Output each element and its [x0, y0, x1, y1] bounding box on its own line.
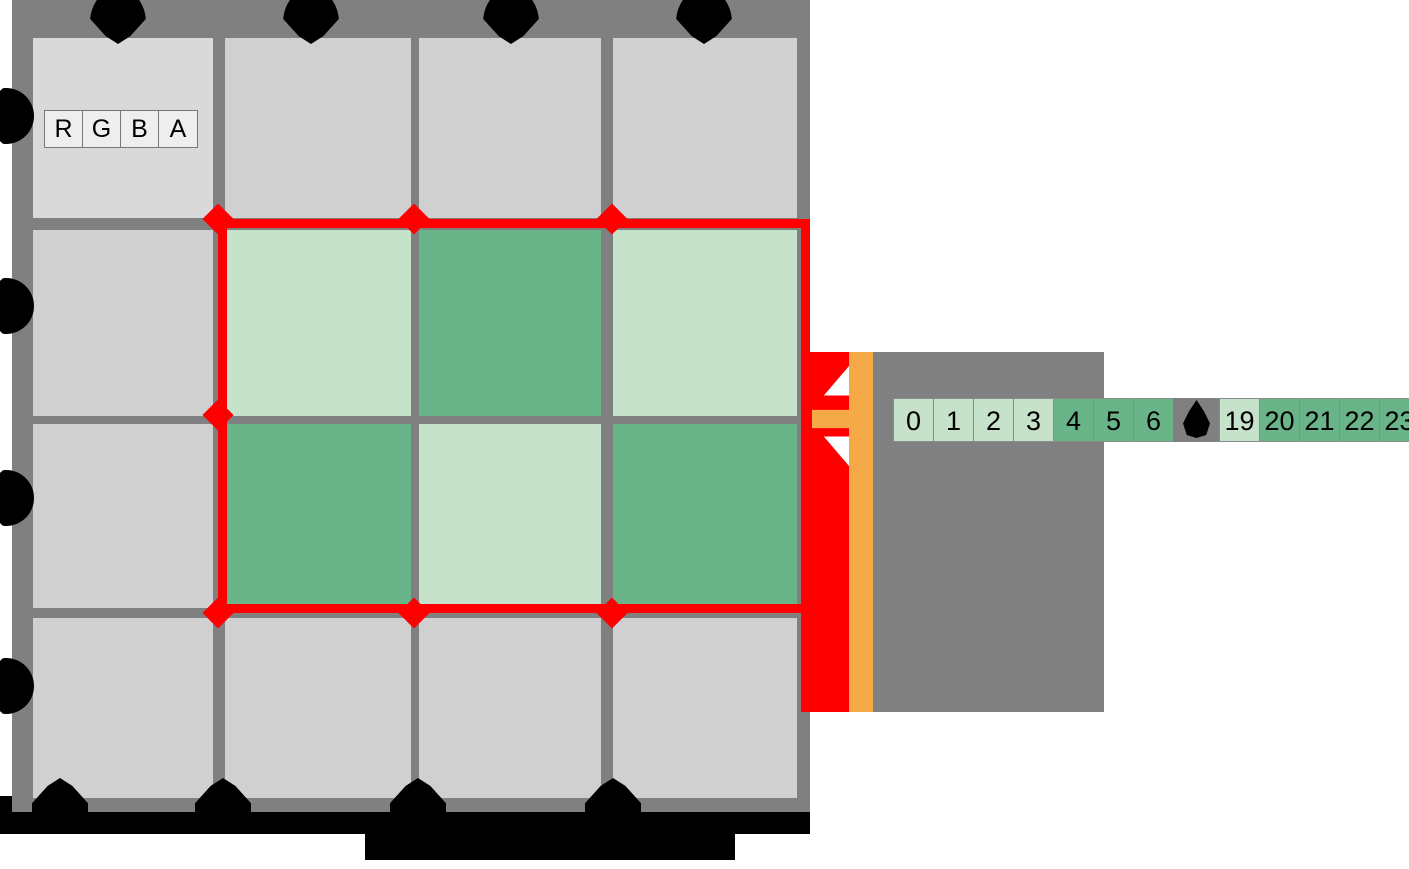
pixel-cell-r1-c0[interactable]: [33, 230, 213, 416]
buffer-cell-0[interactable]: 0: [893, 398, 934, 442]
channel-g: G: [83, 111, 121, 147]
pixel-cell-r0-c3[interactable]: [613, 38, 797, 218]
pixel-cell-r3-c2[interactable]: [419, 618, 601, 798]
pixel-cell-r3-c3[interactable]: [613, 618, 797, 798]
buffer-cell-5[interactable]: 5: [1093, 398, 1134, 442]
buffer-cell-20[interactable]: 20: [1259, 398, 1300, 442]
ellipsis-drop-icon: [1183, 400, 1210, 438]
buffer-cell-2[interactable]: 2: [973, 398, 1014, 442]
buffer-ellipsis-marker: [1173, 398, 1219, 442]
channel-r: R: [45, 111, 83, 147]
buffer-cell-19[interactable]: 19: [1219, 398, 1260, 442]
rgba-channel-label: R G B A: [44, 110, 198, 148]
channel-a: A: [169, 115, 187, 143]
buffer-cell-1[interactable]: 1: [933, 398, 974, 442]
buffer-cell-23[interactable]: 23: [1379, 398, 1409, 442]
pixel-cell-r2-c0[interactable]: [33, 424, 213, 608]
pixel-cell-r1-c3[interactable]: [613, 230, 797, 416]
buffer-cell-21[interactable]: 21: [1299, 398, 1340, 442]
buffer-cell-4[interactable]: 4: [1053, 398, 1094, 442]
pixel-cell-r3-c0[interactable]: [33, 618, 213, 798]
pixel-cell-r0-c2[interactable]: [419, 38, 601, 218]
pixel-cell-r3-c1[interactable]: [225, 618, 411, 798]
pixel-cell-r1-c2[interactable]: [419, 230, 601, 416]
pixel-cell-r1-c1[interactable]: [225, 230, 411, 416]
pixel-cell-r2-c2[interactable]: [419, 424, 601, 608]
buffer-cell-3[interactable]: 3: [1013, 398, 1054, 442]
buffer-cell-6[interactable]: 6: [1133, 398, 1174, 442]
channel-b: B: [121, 111, 159, 147]
pixel-cell-r2-c3[interactable]: [613, 424, 797, 608]
pixel-cell-r2-c1[interactable]: [225, 424, 411, 608]
pixel-cell-r0-c1[interactable]: [225, 38, 411, 218]
buffer-cell-22[interactable]: 22: [1339, 398, 1380, 442]
